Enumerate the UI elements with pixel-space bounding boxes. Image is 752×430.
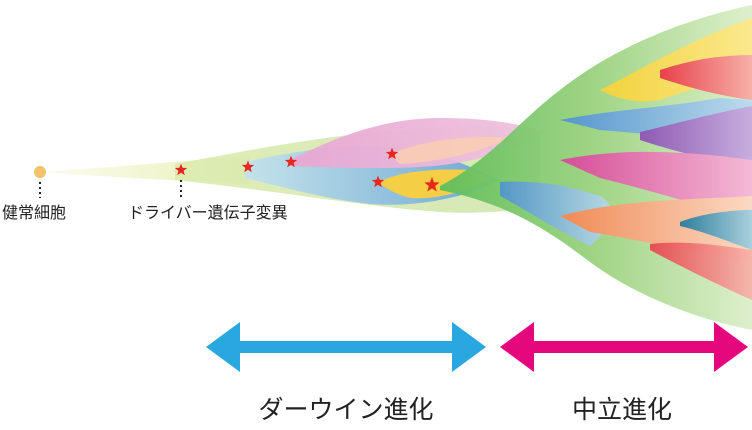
driver-mutation-label: ドライバー遺伝子変異 [128,203,288,222]
star-icon [174,163,188,176]
lineage-pink [290,118,545,168]
branch-red-top [660,55,752,100]
mutation-stars [174,147,440,192]
star-icon [241,160,255,173]
neutral-evolution-label: 中立進化 [572,395,672,424]
branch-teal [680,210,752,250]
star-icon [371,175,385,188]
branch-red-low [650,242,752,300]
lineage-peach [390,136,510,164]
neutral-evolution-arrow [500,322,748,372]
branch-blue-mid [500,181,611,246]
darwinian-evolution-arrow [206,322,486,372]
star-icon [385,147,399,160]
star-icon [424,177,440,192]
healthy-cell-label: 健常細胞 [2,203,66,222]
darwinian-evolution-label: ダーウイン進化 [258,395,433,424]
star-icon [284,155,298,168]
branch-purple [640,106,752,170]
healthy-cell-dot [34,166,46,178]
neutral-lineages [440,5,752,330]
